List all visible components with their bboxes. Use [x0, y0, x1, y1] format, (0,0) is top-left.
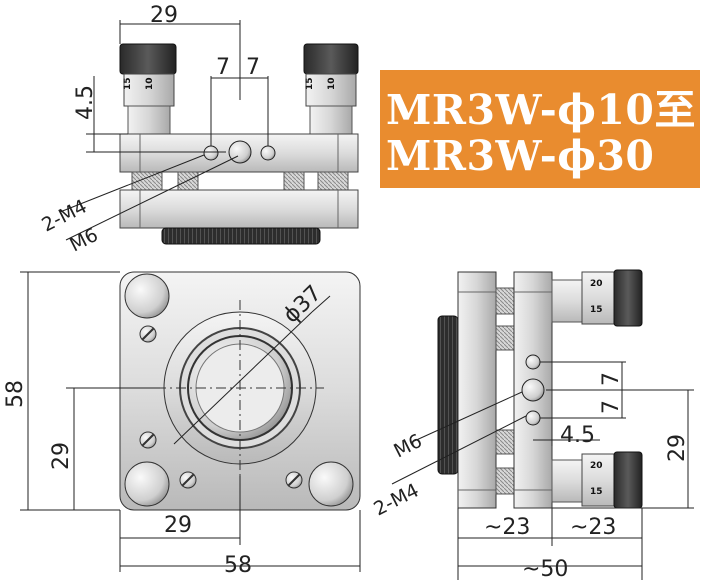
side-dim-depth-b: ~23 [570, 515, 616, 540]
top-label-center: M6 [66, 224, 101, 257]
side-dim-spacing-a: 7 [599, 372, 624, 386]
side-label-thread: 2-M4 [370, 479, 422, 520]
side-label-center: M6 [390, 430, 425, 463]
side-dim-offset: 4.5 [560, 423, 595, 448]
side-retaining-ring [437, 315, 459, 475]
micrometer-right-scale-a: 15 [305, 77, 315, 90]
model-title-line-2: MR3W-ϕ30 [386, 132, 655, 180]
micrometer-lower: 20 15 [551, 451, 643, 509]
slot-screw-2 [139, 431, 157, 449]
front-dim-height: 58 [3, 380, 28, 408]
top-dim-spacing-a: 7 [216, 55, 230, 80]
micrometer-right: 15 10 [303, 43, 359, 135]
micrometer-left: 15 10 [119, 43, 177, 135]
micrometer-right-scale-b: 10 [327, 77, 337, 90]
side-dim-spacing-b: 7 [599, 400, 624, 414]
m4-hole-left [203, 145, 219, 161]
screw-bottom-left [124, 461, 170, 507]
side-dim-depth-a: ~23 [484, 515, 530, 540]
micrometer-upper: 20 15 [551, 269, 643, 327]
top-dim-height: 4.5 [73, 85, 98, 120]
front-dim-width: 58 [224, 553, 252, 578]
side-view: 20 15 20 15 7 7 4.5 29 M6 2-M4 [370, 269, 694, 582]
m4-hole-right [260, 145, 276, 161]
front-view: ϕ37 58 29 29 58 [3, 271, 361, 578]
model-title-line-1: MR3W-ϕ10至 [386, 86, 696, 134]
slot-screw-1 [139, 325, 157, 343]
front-dim-inner-height: 29 [49, 442, 74, 470]
slot-screw-4 [285, 471, 303, 489]
top-dim-spacing-b: 7 [246, 55, 260, 80]
top-view: 15 10 15 10 29 [38, 3, 359, 257]
micrometer-lower-scale-b: 15 [590, 487, 603, 497]
side-rear-plate [457, 271, 497, 509]
micrometer-left-scale-b: 10 [145, 77, 155, 90]
top-dim-width: 29 [150, 3, 178, 28]
side-dim-total: ~50 [522, 557, 568, 582]
m6-hole [228, 140, 252, 164]
model-title-box: MR3W-ϕ10至 MR3W-ϕ30 [380, 70, 700, 188]
micrometer-upper-scale-b: 15 [590, 305, 603, 315]
screw-top-left [124, 273, 170, 319]
slot-screw-3 [179, 471, 197, 489]
side-dim-height: 29 [665, 434, 690, 462]
micrometer-upper-scale-a: 20 [590, 279, 603, 289]
micrometer-left-scale-a: 15 [123, 77, 133, 90]
screw-bottom-right [308, 461, 354, 507]
top-retaining-ring [161, 227, 321, 245]
micrometer-lower-scale-a: 20 [590, 461, 603, 471]
front-dim-inner-width: 29 [164, 513, 192, 538]
